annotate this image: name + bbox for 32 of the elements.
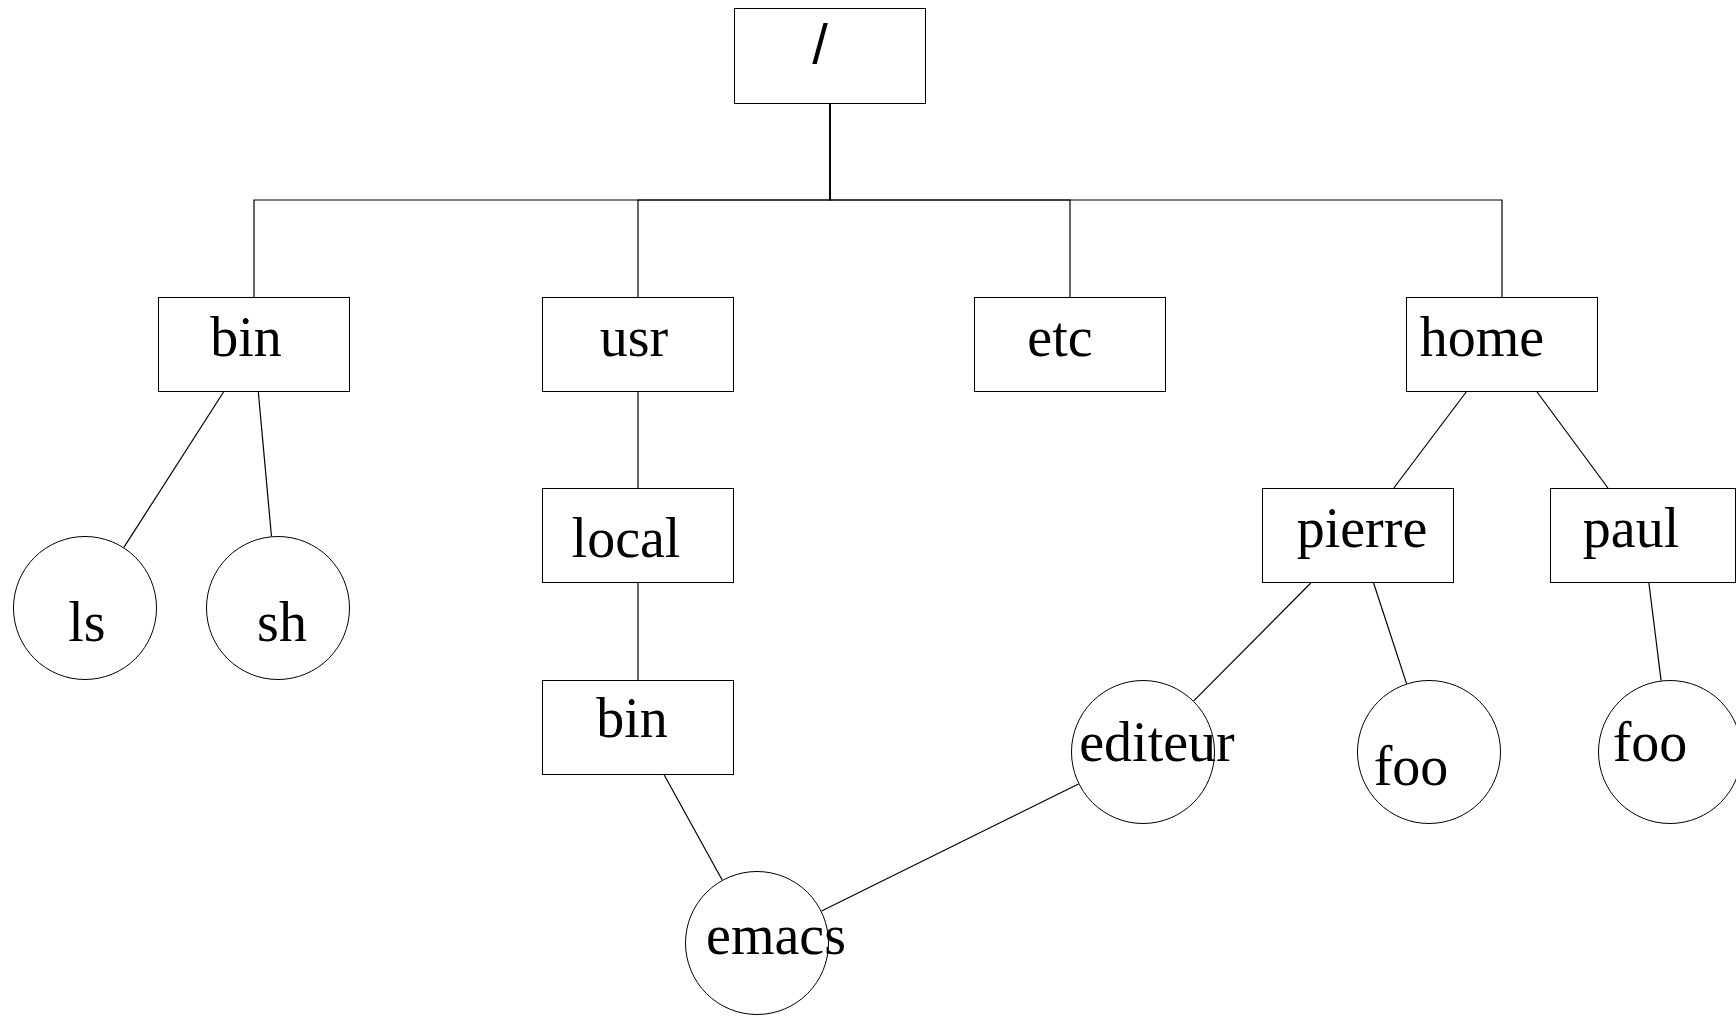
connector-line (829, 103, 1503, 298)
connector-line (820, 783, 1080, 912)
directory-name: home (1419, 308, 1545, 365)
directory-box (542, 680, 734, 775)
directory-box (542, 488, 734, 583)
directory-name: / (812, 16, 828, 72)
connector-line (257, 391, 273, 537)
connector-line (1648, 582, 1662, 682)
connector-line (637, 582, 639, 681)
directory-name: usr (599, 308, 669, 365)
directory-box (1262, 488, 1454, 583)
connector-line (1373, 582, 1408, 685)
directory-name: bin (596, 689, 668, 746)
file-name: foo (1612, 714, 1688, 770)
connector-line (1536, 391, 1609, 489)
directory-box (1550, 488, 1736, 583)
file-name: foo (1373, 738, 1449, 794)
directory-name: bin (210, 308, 282, 365)
connector-line (1193, 582, 1312, 702)
connector-line (1393, 391, 1467, 489)
directory-box (974, 297, 1166, 392)
connector-line (637, 391, 639, 489)
connector-line (663, 774, 723, 881)
directory-box (158, 297, 350, 392)
directory-name: local (571, 509, 681, 566)
file-name: ls (68, 594, 106, 650)
connector-line (123, 391, 225, 548)
directory-box (734, 8, 926, 104)
directory-box (542, 297, 734, 392)
file-name: sh (257, 594, 307, 650)
directory-name: etc (1027, 308, 1093, 365)
directory-box (1406, 297, 1598, 392)
